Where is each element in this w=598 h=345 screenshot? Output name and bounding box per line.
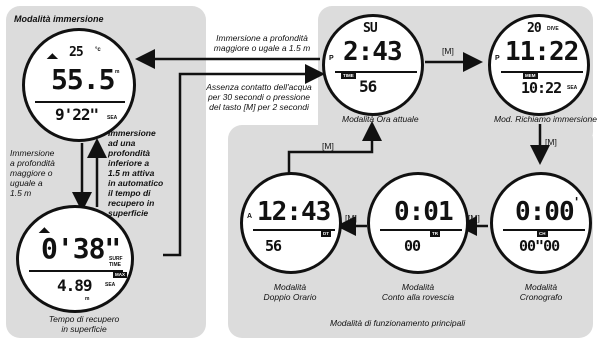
chrono-minute-mark: ' (573, 195, 580, 209)
chrono-main: 0:00 (515, 197, 575, 227)
dive-recall-caption: Mod. Richiamo immersione (494, 114, 597, 124)
chrono-caption: Modalità Cronografo (519, 282, 563, 302)
button-m-label-3: [M] (468, 213, 480, 223)
countdown-watch: 0:01 TR 00 (367, 172, 469, 274)
current-time-watch: SU P 2:43 TIME 56 (322, 14, 424, 116)
side-indicator: P (495, 55, 500, 62)
diver-icon: ◢◣ (47, 53, 58, 60)
dual-time-sub: 56 (265, 237, 282, 255)
depth-unit: m (115, 69, 120, 75)
day-of-week: SU (363, 21, 378, 36)
dive-number-label: DIVE (547, 26, 559, 32)
mem-tag: MEM (523, 73, 538, 79)
side-indicator: A (247, 213, 253, 220)
current-time-value: 2:43 (343, 37, 403, 67)
max-depth-value: 4.89 (57, 276, 93, 295)
surface-unit-2: TIME (109, 262, 121, 268)
current-seconds: 56 (359, 77, 377, 96)
arrow-back-to-current-time (287, 121, 382, 175)
chrono-tag: CH (537, 231, 548, 237)
note-shallower-than: Immersione ad una profondità inferiore a… (108, 128, 164, 218)
time-tag: TIME (341, 73, 356, 79)
dive-recall-sub: 10:22 (521, 79, 562, 97)
surface-mode-title: Tempo di recupero in superficie (48, 314, 120, 334)
note-deeper-than: Immersione a profondità maggiore o ugual… (10, 148, 55, 198)
side-indicator: P (329, 55, 334, 62)
surface-time-watch: ◢◣ 0'38" SURF TIME MAX 4.89 SEA m (16, 205, 134, 313)
temperature-unit: °c (95, 47, 101, 53)
display-divider (335, 71, 417, 73)
display-divider (380, 229, 462, 231)
countdown-caption: Modalità Conto alla rovescia (381, 282, 455, 302)
surface-unit-1: SURF (109, 256, 123, 262)
button-m-label-2: [M] (545, 137, 557, 147)
dive-mode-watch: ◢◣ 25 °c 55.5 m 9'22" SEA (22, 28, 136, 142)
wake-trigger-note: Assenza contatto dell'acqua per 30 secon… (206, 82, 312, 112)
main-modes-title: Modalità di funzionamento principali (330, 318, 466, 328)
dual-time-tag: DT (321, 231, 331, 237)
dual-time-caption: Modalità Doppio Orario (263, 282, 317, 302)
dive-time-unit: SEA (107, 115, 118, 121)
dive-recall-watch: 20 DIVE P 11:22 MEM 10:22 SEA (488, 14, 590, 116)
max-depth-unit: SEA (105, 282, 116, 288)
surface-time-value: 0'38" (41, 232, 121, 265)
chrono-watch: 0:00 ' CH 00"00 (490, 172, 592, 274)
dive-recall-time: 11:22 (505, 37, 579, 67)
display-divider (503, 229, 585, 231)
dual-time-watch: A 12:43 DT 56 (240, 172, 342, 274)
arrow-to-current-time (163, 64, 325, 257)
display-divider (29, 270, 123, 272)
countdown-tag: TR (430, 231, 440, 237)
dive-time: 9'22" (55, 105, 99, 124)
current-time-caption: Modalità Ora attuale (342, 114, 419, 124)
depth-value: 55.5 (51, 63, 115, 96)
max-tag: MAX (113, 272, 127, 278)
display-divider (253, 229, 335, 231)
dive-recall-sub-unit: SEA (567, 85, 578, 91)
max-depth-unit-m: m (85, 296, 90, 302)
dive-mode-title: Modalità immersione (14, 14, 104, 24)
diver-icon: ◢◣ (39, 227, 50, 234)
temperature-value: 25 (69, 45, 84, 60)
dual-time-main: 12:43 (257, 197, 331, 227)
button-m-label-4: [M] (345, 213, 357, 223)
dive-number: 20 (527, 21, 542, 36)
countdown-main: 0:01 (394, 197, 454, 227)
button-m-label-5: [M] (322, 141, 334, 151)
countdown-sub: 00 (404, 237, 421, 255)
dive-trigger-note: Immersione a profondità maggiore o ugale… (213, 33, 311, 53)
button-m-label-1: [M] (442, 46, 454, 56)
display-divider (35, 101, 125, 103)
chrono-sub: 00"00 (519, 237, 560, 255)
display-divider (501, 71, 583, 73)
